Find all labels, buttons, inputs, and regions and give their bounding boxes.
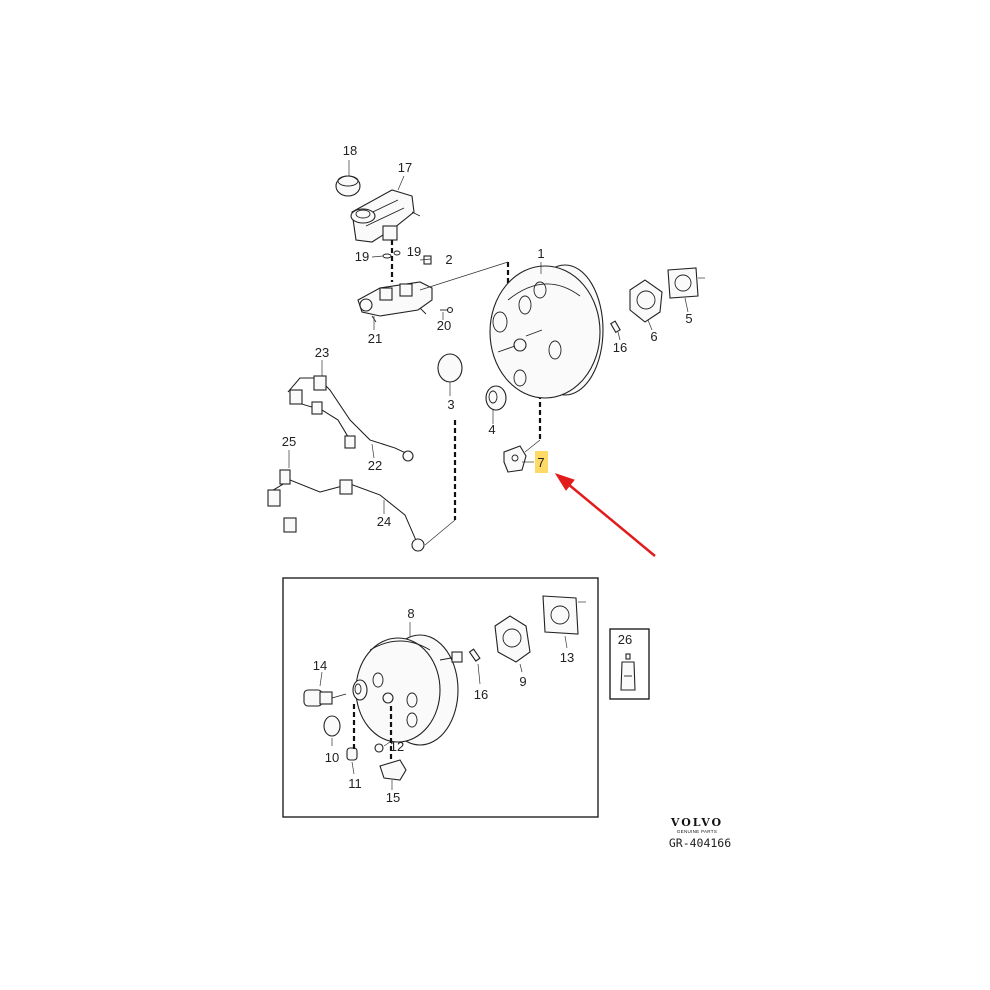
volvo-logo: VOLVO GENUINE PARTS [670, 816, 723, 834]
label-22: 22 [368, 458, 382, 473]
gasket-plate [542, 595, 586, 635]
guide-line [424, 519, 456, 546]
label-17: 17 [398, 160, 412, 175]
gasket-plate [667, 267, 705, 299]
bracket [379, 759, 407, 781]
label-9: 9 [519, 674, 526, 689]
label-25: 25 [282, 434, 296, 449]
label-1: 1 [537, 246, 544, 261]
label-23: 23 [315, 345, 329, 360]
label-19a: 19 [355, 249, 369, 264]
seal-ring [382, 253, 392, 259]
seal [437, 353, 463, 383]
label-5: 5 [685, 311, 692, 326]
figure-code: GR-404166 [669, 836, 731, 850]
screw [423, 255, 432, 265]
nut [374, 743, 384, 753]
label-26: 26 [618, 632, 632, 647]
label-11: 11 [348, 776, 362, 791]
label-20: 20 [437, 318, 451, 333]
label-2: 2 [445, 252, 452, 267]
bracket [503, 445, 527, 473]
highlight-label-7 [535, 451, 548, 473]
seal-ring [393, 250, 401, 256]
brake-booster-alt [355, 634, 463, 746]
guide-line [524, 439, 541, 453]
part-labels: 1 2 3 4 5 6 7 8 9 10 11 12 13 14 15 16 1… [282, 143, 693, 805]
leader-lines [288, 160, 689, 514]
check-valve [303, 689, 347, 707]
vacuum-hose [267, 469, 425, 552]
volvo-wordmark: VOLVO [670, 816, 723, 829]
pin [610, 320, 621, 334]
bushing [485, 385, 507, 411]
logo-tagline: GENUINE PARTS [677, 829, 717, 834]
label-24: 24 [377, 514, 391, 529]
brake-fluid-bottle [620, 653, 636, 691]
label-14: 14 [313, 658, 327, 673]
vacuum-hose [287, 375, 414, 462]
label-16-top: 16 [613, 340, 627, 355]
label-8: 8 [407, 606, 414, 621]
label-13: 13 [560, 650, 574, 665]
label-15: 15 [386, 790, 400, 805]
label-6: 6 [650, 329, 657, 344]
fluid-bottle-frame [609, 628, 650, 700]
brake-booster [489, 264, 604, 399]
pin [468, 648, 481, 662]
master-cylinder [357, 281, 433, 323]
label-3: 3 [447, 397, 454, 412]
leader-lines [319, 622, 568, 790]
label-18: 18 [343, 143, 357, 158]
brake-fluid-reservoir [350, 189, 421, 243]
label-21: 21 [368, 331, 382, 346]
reservoir-cap [335, 175, 361, 197]
label-7: 7 [537, 455, 544, 470]
red-pointer-arrow [554, 473, 656, 557]
screw [440, 306, 454, 314]
label-19b: 19 [407, 244, 421, 259]
spacer-ring [629, 279, 663, 323]
label-10: 10 [325, 750, 339, 765]
seal-ring [323, 715, 341, 737]
spacer-ring [494, 615, 531, 663]
label-12: 12 [390, 739, 404, 754]
inset-frame [282, 577, 599, 818]
label-4: 4 [488, 422, 495, 437]
bushing [346, 747, 358, 761]
grommet [352, 679, 368, 701]
label-16-inset: 16 [474, 687, 488, 702]
guide-line [419, 261, 509, 291]
